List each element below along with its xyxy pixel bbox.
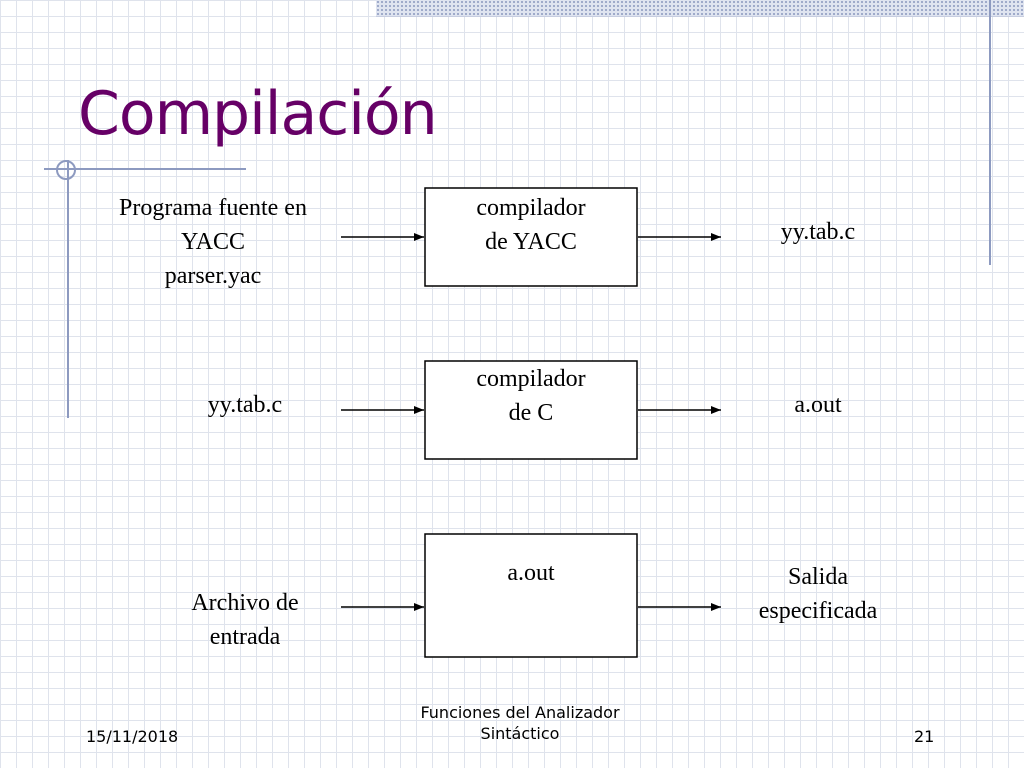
- c-compiler-box: [424, 360, 638, 460]
- page-number: 21: [914, 727, 935, 746]
- input-label-3-line1: Archivo de: [191, 590, 299, 616]
- output-label-2: a.out: [730, 388, 906, 422]
- input-label-2: yy.tab.c: [160, 388, 330, 422]
- box-label-2-line1: compilador: [476, 366, 586, 392]
- input-label-3: Archivo de entrada: [150, 586, 340, 654]
- input-label-2-line1: yy.tab.c: [207, 392, 283, 418]
- footer-subject-line1: Funciones del Analizador: [420, 703, 620, 722]
- footer-subject-line2: Sintáctico: [480, 724, 560, 743]
- input-label-1-line2: YACC: [180, 229, 246, 255]
- output-label-1-line1: yy.tab.c: [780, 219, 856, 245]
- box-label-3: a.out: [425, 556, 637, 590]
- slide-title: Compilación: [78, 79, 438, 149]
- right-decorative-line: [989, 0, 991, 265]
- output-label-3: Salida especificada: [730, 560, 906, 628]
- input-label-1-line3: parser.yac: [164, 263, 262, 289]
- footer-date: 15/11/2018: [86, 727, 179, 746]
- output-label-2-line1: a.out: [794, 392, 842, 418]
- box-label-2: compilador de C: [425, 362, 637, 430]
- box-label-1-line2: de YACC: [485, 229, 577, 255]
- top-dotted-band: [376, 0, 1024, 16]
- footer-subject: Funciones del Analizador Sintáctico: [400, 702, 640, 744]
- box-label-2-line2: de C: [508, 400, 554, 426]
- yacc-compiler-box: [424, 187, 638, 287]
- left-decorative-line: [67, 160, 69, 418]
- input-label-3-line2: entrada: [209, 624, 281, 650]
- decorative-circle-icon: [56, 160, 76, 180]
- top-band-border: [376, 16, 1024, 17]
- box-label-1-line1: compilador: [476, 195, 586, 221]
- aout-program-box: [424, 533, 638, 658]
- input-label-1: Programa fuente en YACC parser.yac: [84, 191, 342, 293]
- title-underline: [44, 168, 246, 170]
- output-label-3-line2: especificada: [758, 598, 878, 624]
- box-label-1: compilador de YACC: [425, 191, 637, 259]
- box-label-3-line1: a.out: [507, 560, 555, 586]
- input-label-1-line1: Programa fuente en: [119, 195, 307, 221]
- output-label-1: yy.tab.c: [730, 215, 906, 249]
- output-label-3-line1: Salida: [788, 564, 848, 590]
